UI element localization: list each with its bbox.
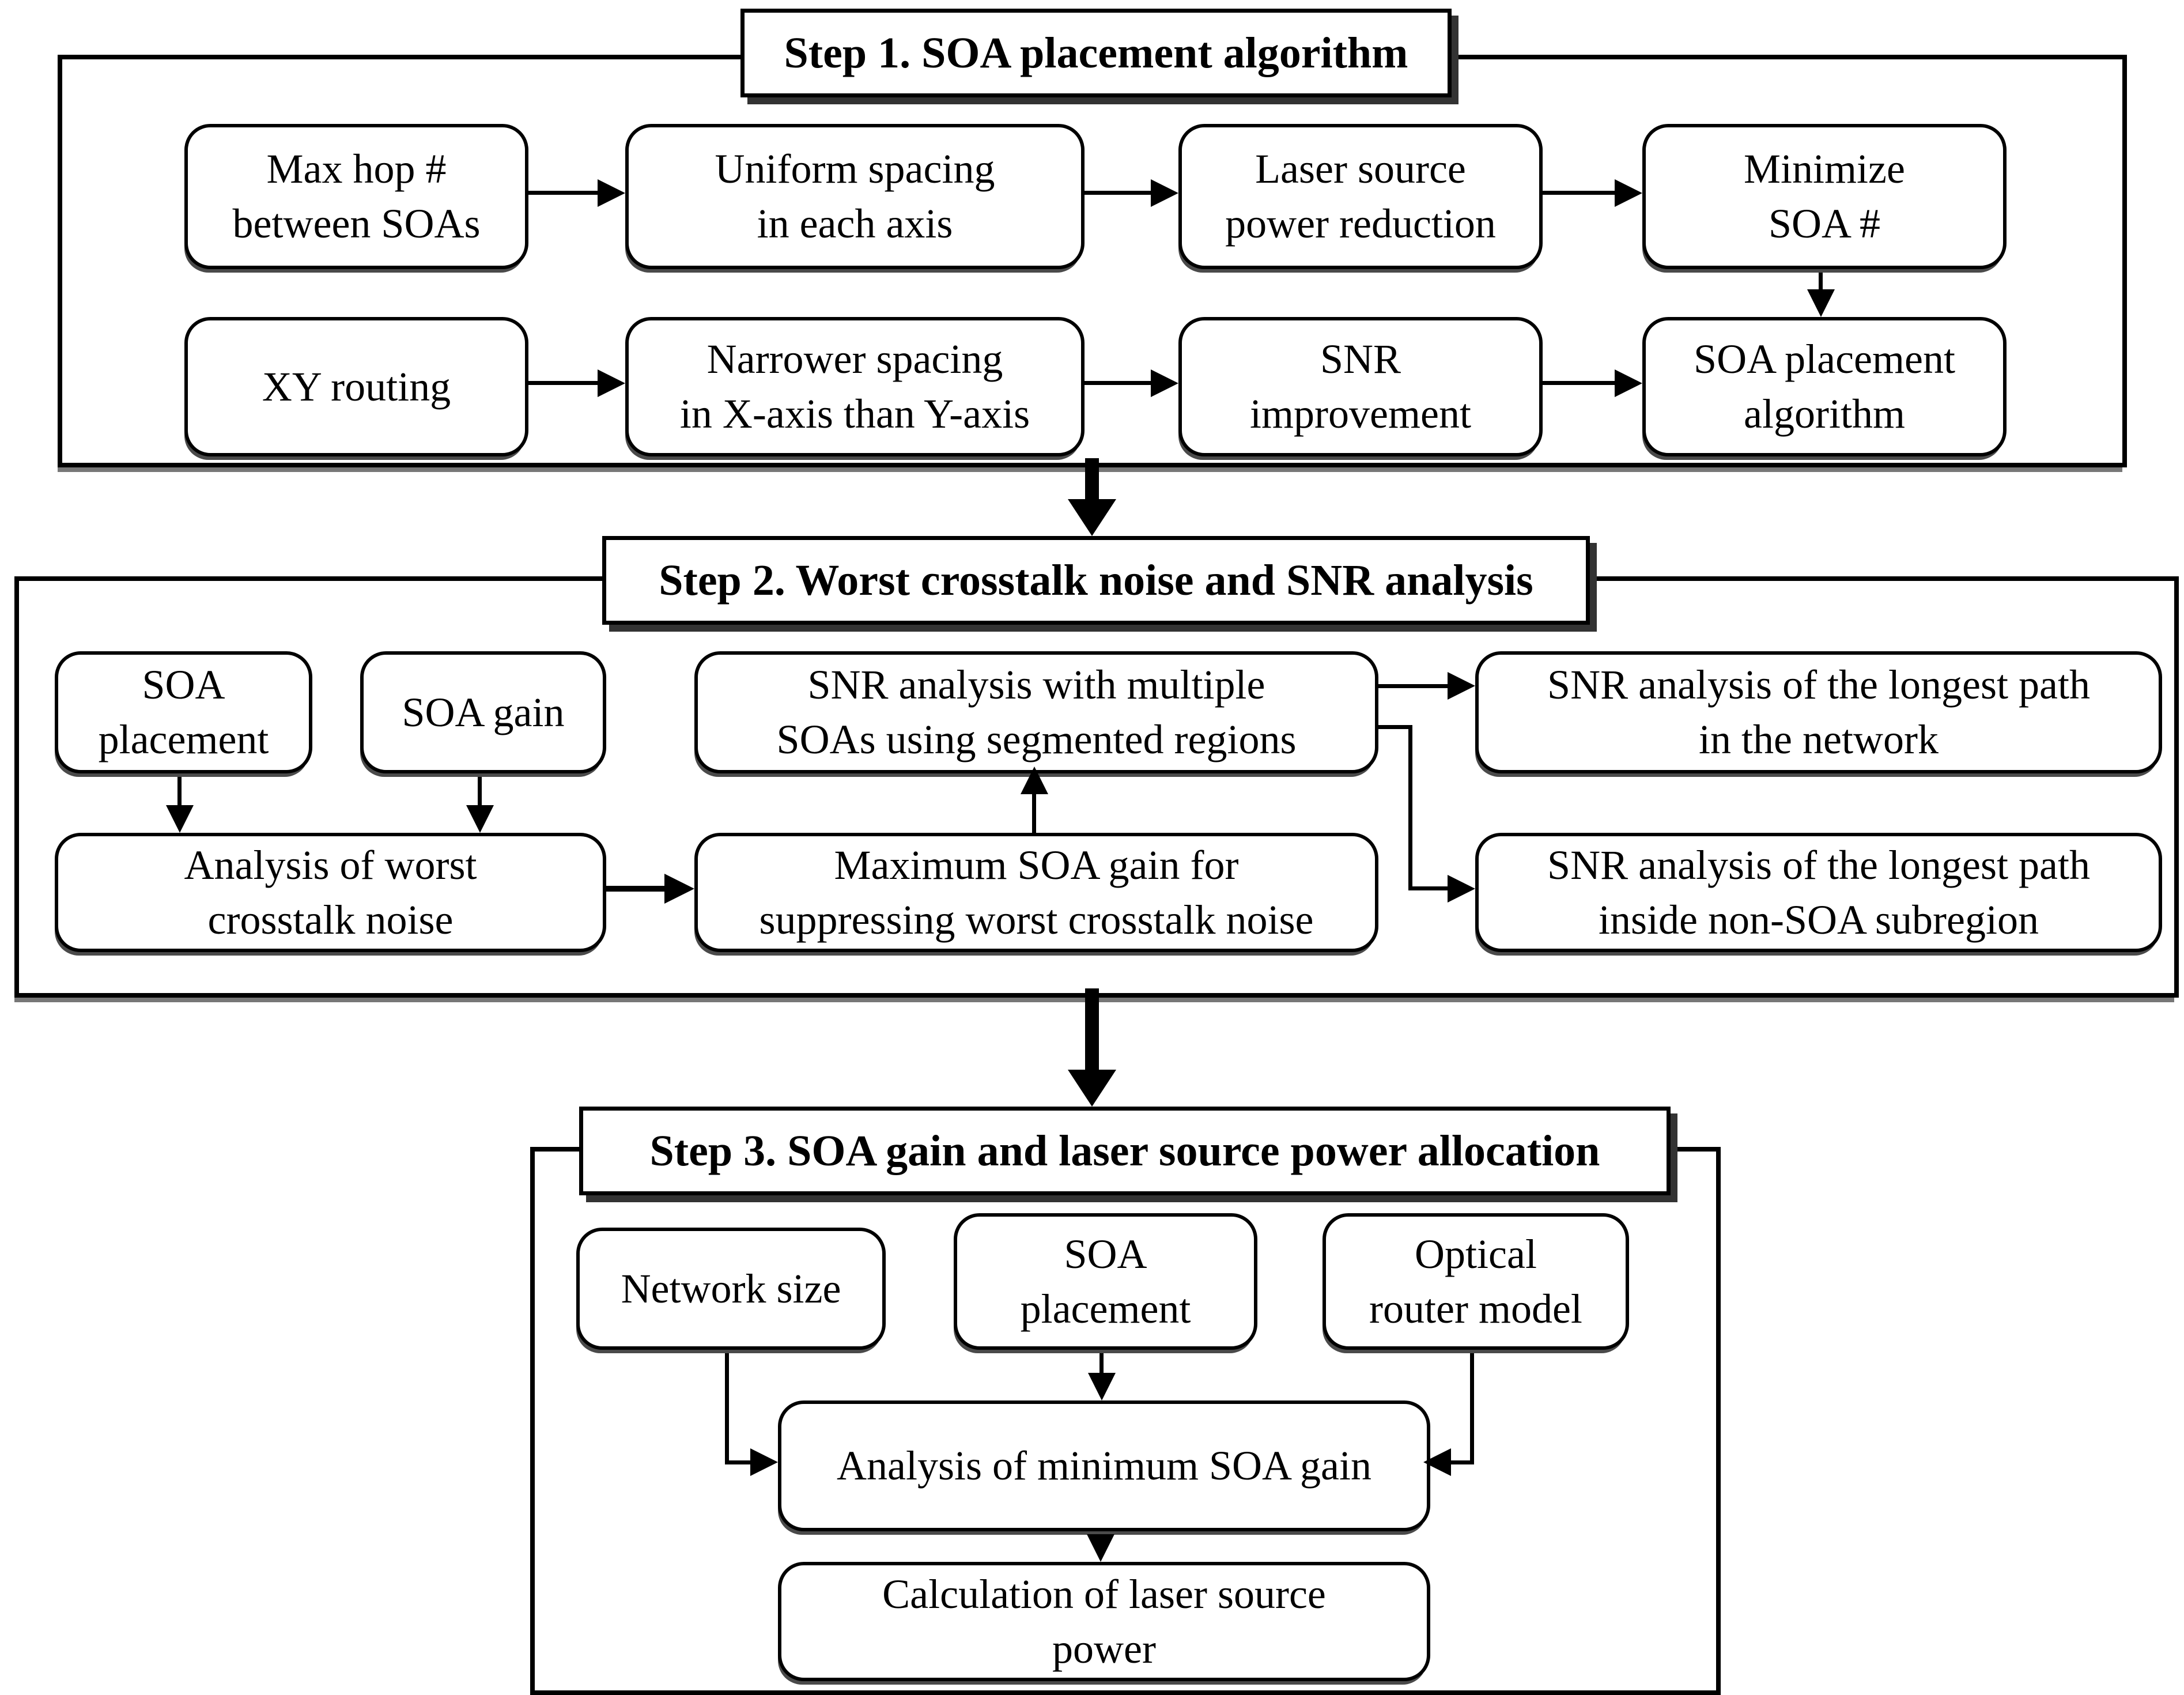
laser-source-label: Laser source power reduction — [1225, 146, 1496, 247]
max-soa-gain-label: Maximum SOA gain for suppressing worst c… — [759, 841, 1314, 943]
arrow-snrmultiple-network-line — [1371, 684, 1448, 688]
snr-longest-network-label: SNR analysis of the longest path in the … — [1547, 662, 2090, 762]
soa-gain-label: SOA gain — [402, 689, 565, 735]
laser-source-box: Laser source power reduction — [1178, 124, 1543, 269]
narrower-spacing-box: Narrower spacing in X-axis than Y-axis — [625, 317, 1085, 456]
arrow-maxhop-uniform-line — [522, 191, 598, 195]
max-hop-label: Max hop # between SOAs — [232, 146, 481, 247]
elbow-snrmultiple-subregion-vert — [1408, 725, 1412, 890]
arrow-mingain-laserpower-head — [1087, 1534, 1114, 1562]
analysis-worst-box: Analysis of worst crosstalk noise — [55, 833, 606, 952]
arrow-minimize-soaalg-head — [1807, 289, 1835, 317]
step2-to-step3-arrow-head — [1068, 1070, 1116, 1107]
snr-multiple-label: SNR analysis with multiple SOAs using se… — [776, 662, 1297, 762]
snr-longest-subregion-label: SNR analysis of the longest path inside … — [1547, 841, 2090, 943]
arrow-snrmultiple-subregion-head — [1448, 875, 1475, 903]
snr-multiple-box: SNR analysis with multiple SOAs using se… — [694, 651, 1378, 773]
snr-improvement-label: SNR improvement — [1250, 336, 1471, 437]
soa-placement-label: SOA placement — [98, 662, 269, 762]
soa-placement3-label: SOA placement — [1020, 1230, 1191, 1332]
soa-placement3-box: SOA placement — [954, 1213, 1257, 1350]
step2-to-step3-arrow-shaft — [1085, 988, 1099, 1070]
arrow-analysis-maxgain-head — [664, 874, 694, 904]
minimize-soa-box: Minimize SOA # — [1642, 124, 2007, 269]
laser-power-box: Calculation of laser source power — [778, 1562, 1430, 1681]
step1-title: Step 1. SOA placement algorithm — [784, 28, 1408, 77]
soa-placement-algorithm-box: SOA placement algorithm — [1642, 317, 2007, 456]
snr-longest-subregion-box: SNR analysis of the longest path inside … — [1475, 833, 2162, 952]
elbow-networksize-horiz — [725, 1460, 750, 1464]
arrow-soagain-analysis-line — [478, 767, 482, 805]
soa-gain-box: SOA gain — [360, 651, 606, 773]
max-hop-box: Max hop # between SOAs — [184, 124, 528, 269]
max-soa-gain-box: Maximum SOA gain for suppressing worst c… — [694, 833, 1378, 952]
snr-improvement-box: SNR improvement — [1178, 317, 1543, 456]
step1-to-step2-arrow-head — [1068, 499, 1116, 536]
soa-placement-algorithm-label: SOA placement algorithm — [1694, 336, 1955, 437]
xy-routing-label: XY routing — [262, 363, 451, 410]
step3-title: Step 3. SOA gain and laser source power … — [649, 1126, 1600, 1175]
min-soa-gain-box: Analysis of minimum SOA gain — [778, 1400, 1430, 1531]
step2-title: Step 2. Worst crosstalk noise and SNR an… — [659, 556, 1533, 605]
step3-title-box: Step 3. SOA gain and laser source power … — [579, 1107, 1671, 1195]
network-size-label: Network size — [621, 1265, 841, 1312]
arrow-soagain-analysis-head — [466, 805, 494, 833]
uniform-spacing-label: Uniform spacing in each axis — [715, 146, 995, 247]
arrow-snrmultiple-network-head — [1448, 672, 1475, 700]
arrow-analysis-maxgain-line — [599, 886, 664, 892]
elbow-networksize-vert — [725, 1343, 729, 1464]
arrow-snr-soaalg-line — [1536, 381, 1615, 385]
arrow-narrower-snr-line — [1078, 381, 1151, 385]
arrow-soaplacement-analysis-line — [177, 767, 182, 805]
arrow-laser-minimize-line — [1536, 191, 1615, 195]
step1-title-box: Step 1. SOA placement algorithm — [740, 9, 1452, 97]
arrow-opticalrouter-head — [1423, 1448, 1451, 1476]
arrow-xy-narrower-head — [598, 369, 625, 397]
arrow-soaplacement3-head — [1088, 1373, 1116, 1400]
arrow-narrower-snr-head — [1151, 369, 1178, 397]
elbow-opticalrouter-horiz — [1451, 1460, 1474, 1464]
arrow-soaplacement3-line — [1099, 1343, 1104, 1373]
elbow-snrmultiple-subregion-top — [1371, 725, 1412, 729]
arrow-uniform-laser-head — [1151, 179, 1178, 207]
xy-routing-box: XY routing — [184, 317, 528, 456]
arrow-maxhop-uniform-head — [598, 179, 625, 207]
step2-title-box: Step 2. Worst crosstalk noise and SNR an… — [602, 536, 1590, 625]
analysis-worst-label: Analysis of worst crosstalk noise — [184, 841, 477, 943]
uniform-spacing-box: Uniform spacing in each axis — [625, 124, 1085, 269]
arrow-uniform-laser-line — [1078, 191, 1151, 195]
step1-to-step2-arrow-shaft — [1085, 458, 1099, 499]
soa-placement-box: SOA placement — [55, 651, 312, 773]
arrow-snr-soaalg-head — [1615, 369, 1642, 397]
network-size-box: Network size — [576, 1228, 886, 1350]
arrow-minimize-soaalg-line — [1819, 262, 1823, 289]
narrower-spacing-label: Narrower spacing in X-axis than Y-axis — [679, 336, 1030, 437]
min-soa-gain-label: Analysis of minimum SOA gain — [836, 1443, 1372, 1489]
arrow-networksize-head — [750, 1448, 778, 1476]
arrow-maxgain-snrmultiple-line — [1032, 794, 1036, 833]
arrow-soaplacement-analysis-head — [166, 805, 194, 833]
elbow-opticalrouter-vert — [1470, 1343, 1474, 1464]
arrow-laser-minimize-head — [1615, 179, 1642, 207]
minimize-soa-label: Minimize SOA # — [1744, 146, 1905, 247]
elbow-snrmultiple-subregion-bottom — [1408, 886, 1448, 890]
laser-power-label: Calculation of laser source power — [882, 1571, 1326, 1672]
arrow-xy-narrower-line — [522, 381, 598, 385]
optical-router-box: Optical router model — [1323, 1213, 1629, 1350]
arrow-maxgain-snrmultiple-head — [1021, 767, 1048, 794]
optical-router-label: Optical router model — [1369, 1230, 1582, 1332]
snr-longest-network-box: SNR analysis of the longest path in the … — [1475, 651, 2162, 773]
